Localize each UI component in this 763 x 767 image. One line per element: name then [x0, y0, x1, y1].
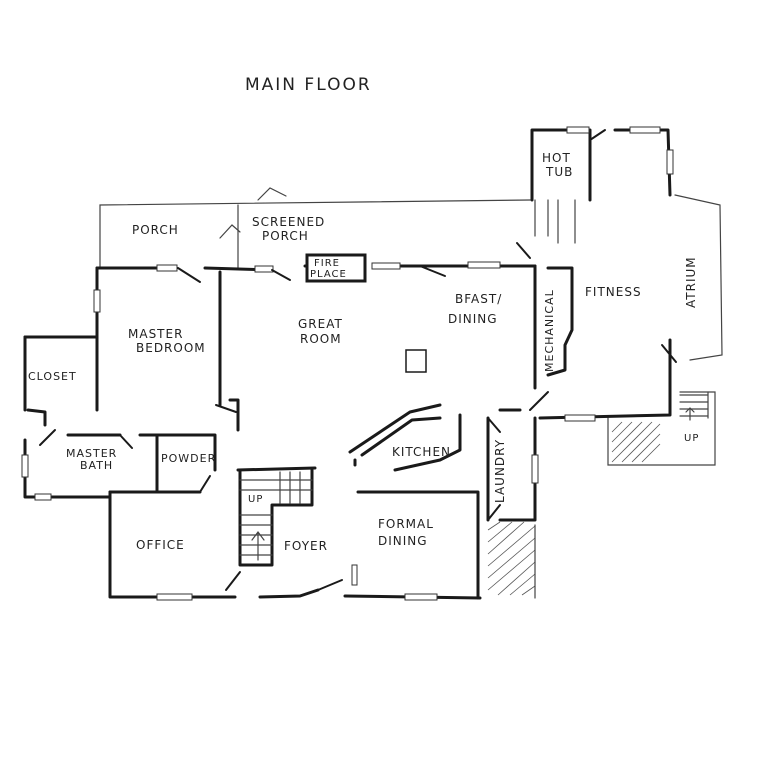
- label-master-bedroom-2: BEDROOM: [136, 341, 206, 355]
- label-hot-tub-2: TUB: [545, 165, 573, 179]
- label-kitchen: KITCHEN: [392, 445, 451, 459]
- thin-outlines: [99, 194, 723, 466]
- label-master-bath-2: BATH: [80, 459, 113, 472]
- room-labels: HOT TUB PORCH SCREENED PORCH FIRE PLACE …: [28, 151, 699, 553]
- doors: [39, 129, 677, 591]
- label-foyer: FOYER: [284, 539, 328, 553]
- label-fireplace-2: PLACE: [310, 269, 347, 280]
- label-hot-tub-1: HOT: [542, 151, 571, 165]
- label-master-bath-1: MASTER: [66, 447, 117, 460]
- label-laundry: LAUNDRY: [493, 439, 507, 503]
- east-stair: [679, 391, 709, 421]
- label-stair-up-east: UP: [684, 433, 699, 444]
- label-screened-porch-2: PORCH: [262, 229, 309, 243]
- label-master-bedroom-1: MASTER: [128, 327, 183, 341]
- label-stair-up-main: UP: [248, 494, 263, 505]
- label-powder: POWDER: [161, 452, 216, 465]
- column-square: [405, 349, 427, 373]
- label-formal-dining-2: DINING: [378, 534, 428, 548]
- label-formal-dining-1: FORMAL: [378, 517, 434, 531]
- label-great-room-1: GREAT: [298, 317, 343, 331]
- label-bfast-1: BFAST/: [455, 292, 502, 306]
- windows: [21, 126, 674, 601]
- plan-title: MAIN FLOOR: [245, 75, 372, 95]
- label-office: OFFICE: [136, 538, 185, 552]
- label-mechanical: MECHANICAL: [543, 289, 556, 372]
- label-porch: PORCH: [132, 223, 179, 237]
- hatched-areas: [487, 421, 661, 599]
- foyer-stair: [238, 468, 314, 567]
- label-bfast-2: DINING: [448, 312, 498, 326]
- fireplace-box: [305, 253, 367, 283]
- label-closet: CLOSET: [28, 370, 77, 383]
- label-fireplace-1: FIRE: [314, 258, 340, 269]
- label-atrium: ATRIUM: [684, 256, 698, 308]
- label-great-room-2: ROOM: [300, 332, 342, 346]
- walls: [23, 128, 672, 600]
- label-fitness: FITNESS: [585, 285, 642, 299]
- label-screened-porch-1: SCREENED: [252, 215, 325, 229]
